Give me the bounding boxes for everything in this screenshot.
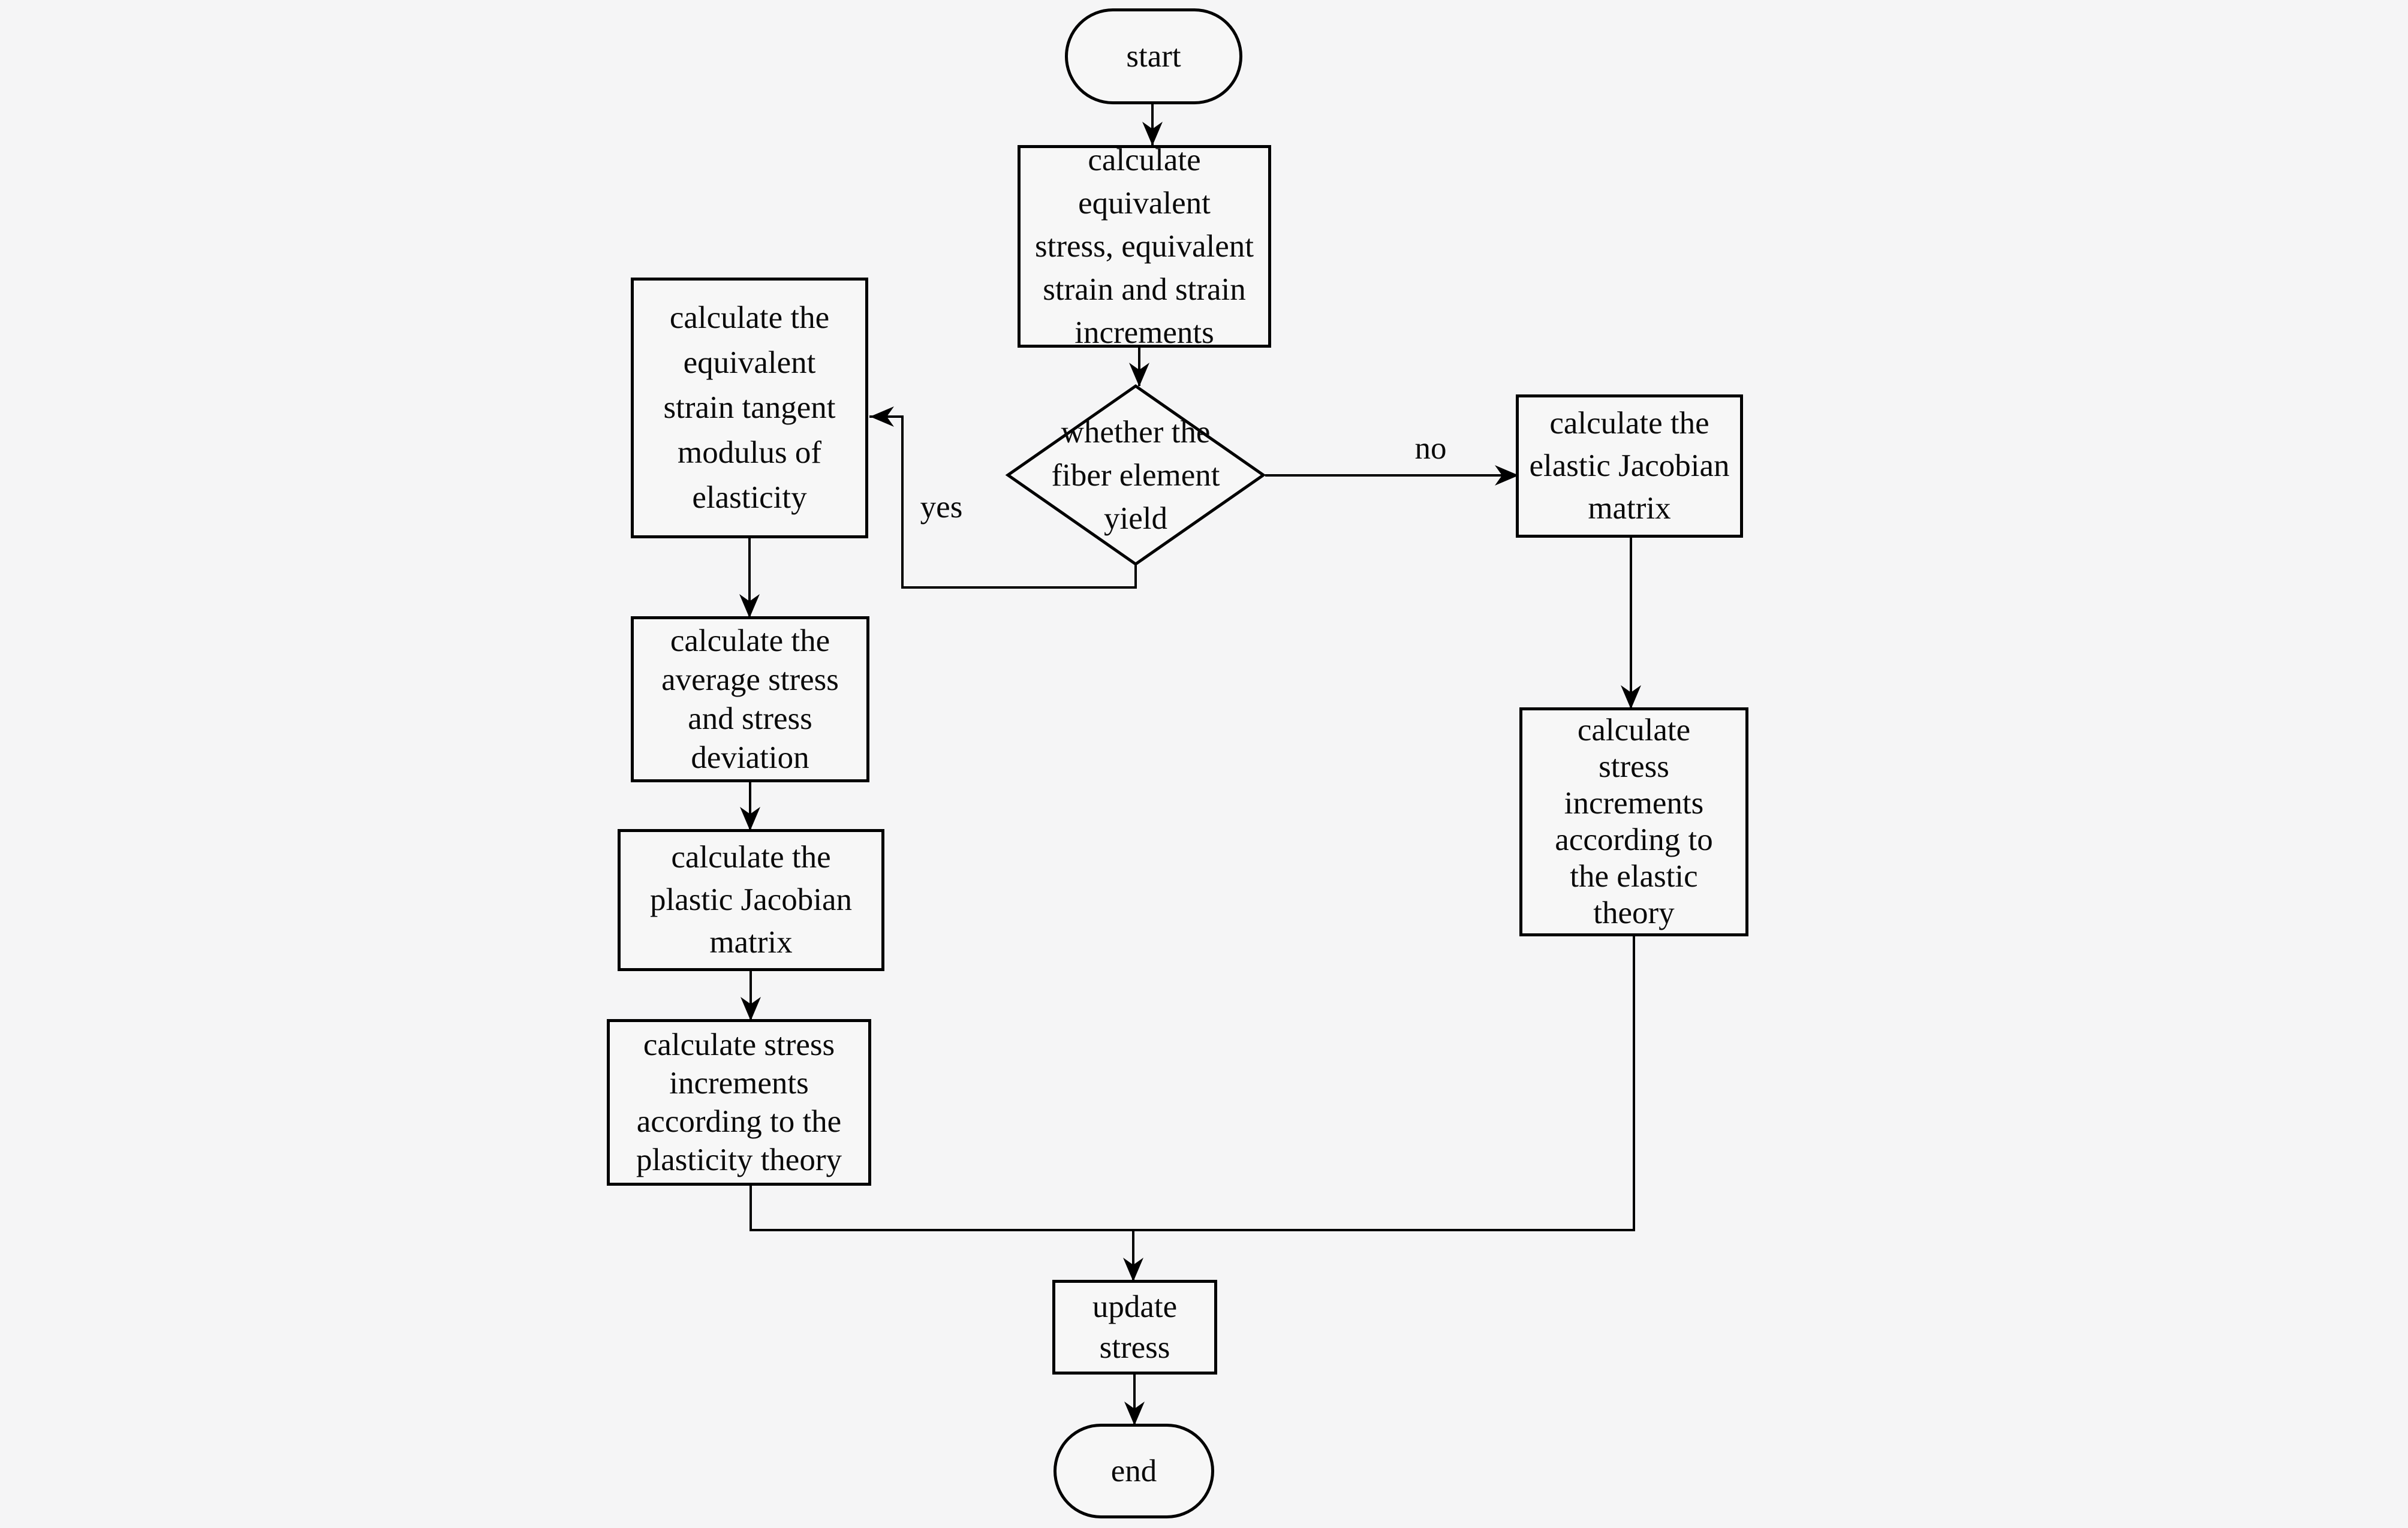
node-update-stress: update stress — [1052, 1280, 1217, 1375]
arrowhead-into-elastic-jacobian — [1495, 465, 1519, 486]
arrowhead-into-tangent-modulus — [870, 406, 894, 427]
no-label: no — [1414, 431, 1447, 466]
arrowhead-into-average-stress — [739, 594, 760, 618]
edge-start-to-calc-line — [1151, 103, 1154, 145]
edge-yes-up-line — [901, 415, 904, 589]
arrowhead-into-update-stress — [1123, 1258, 1143, 1282]
node-end: end — [1054, 1424, 1214, 1518]
edge-yes-bottom-line — [901, 586, 1137, 589]
arrowhead-into-plastic-jacobian — [740, 807, 760, 831]
edge-pincrements-to-merge-line — [750, 1185, 752, 1231]
node-calc-tangent-modulus: calculate the equivalent strain tangent … — [631, 278, 868, 538]
edge-yes-stub-line — [1134, 565, 1137, 589]
edge-merge-to-update-line — [1132, 1229, 1134, 1281]
arrowhead-into-end — [1124, 1402, 1145, 1425]
edge-tangent-to-average-line — [748, 537, 751, 617]
node-start: start — [1065, 8, 1242, 104]
merge-rail-line — [750, 1229, 1635, 1231]
arrowhead-into-plastic-increments — [741, 997, 761, 1021]
edge-update-to-end-line — [1133, 1373, 1136, 1425]
arrowhead-into-decision — [1129, 363, 1149, 387]
node-calc-equivalent: calculate equivalent stress, equivalent … — [1018, 143, 1271, 350]
node-calc-elastic-jacobian: calculate the elastic Jacobian matrix — [1516, 394, 1743, 538]
node-calc-plastic-jacobian: calculate the plastic Jacobian matrix — [618, 829, 884, 971]
edge-pjacobian-to-pincrements-line — [750, 970, 752, 1020]
edge-calc-to-decision-line — [1138, 346, 1140, 386]
yes-label: yes — [920, 490, 963, 525]
node-decision-yield: whether the fiber element yield — [1051, 414, 1220, 536]
edge-ejacobian-to-eincrements-line — [1630, 537, 1632, 709]
edge-eincrements-to-merge-line — [1633, 935, 1635, 1231]
arrowhead-into-calc-equivalent — [1142, 122, 1163, 146]
edge-average-to-pjacobian-line — [749, 781, 751, 830]
edge-no-line — [1265, 474, 1517, 477]
decision-diamond-shape — [1005, 384, 1266, 566]
node-calc-elastic-increments: calculate stress increments according to… — [1519, 707, 1748, 936]
node-calc-plastic-increments: calculate stress increments according to… — [607, 1019, 871, 1186]
arrowhead-into-elastic-increments — [1621, 685, 1641, 709]
node-calc-average-stress: calculate the average stress and stress … — [631, 616, 869, 782]
